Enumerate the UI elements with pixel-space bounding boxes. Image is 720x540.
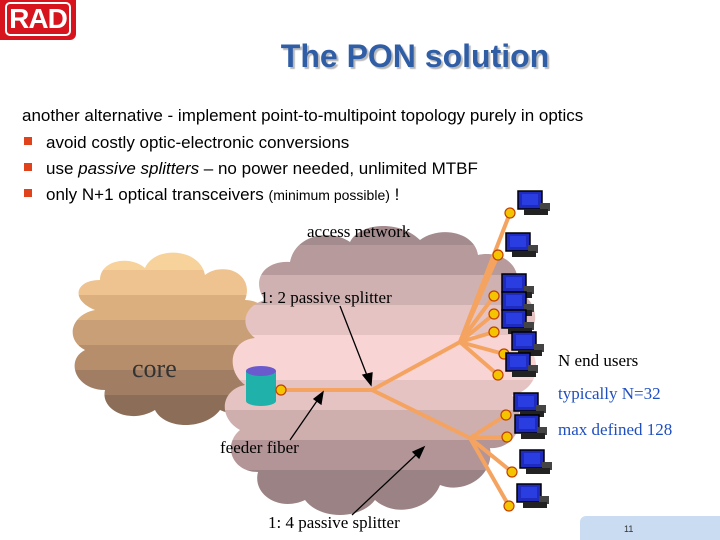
bullet-text-post: ! — [389, 185, 400, 204]
page-number: 11 — [624, 524, 634, 534]
bullet-text-pre: use — [46, 159, 79, 178]
core-label: core — [132, 354, 177, 383]
intro-text: another alternative - implement point-to… — [22, 106, 584, 125]
n-end-users-label: N end users — [558, 351, 638, 370]
end-user-terminal-icon — [488, 309, 534, 338]
end-user-terminal-icon — [500, 392, 546, 421]
fiber-lines — [280, 211, 514, 508]
end-user-terminals — [488, 190, 552, 512]
splitter-1-2-label: 1: 2 passive splitter — [260, 288, 392, 307]
end-user-terminal-icon — [492, 232, 538, 261]
bullet-item: only N+1 optical transceivers (minimum p… — [24, 184, 478, 210]
page-title: The PON solution — [280, 38, 550, 74]
bullet-text-emphasis: passive splitters — [78, 159, 200, 178]
typically-n-label: typically N=32 — [558, 384, 661, 403]
end-user-terminal-icon — [504, 190, 550, 219]
end-user-terminal-icon — [503, 483, 549, 512]
end-user-terminal-icon — [501, 414, 547, 443]
bullet-square-icon — [24, 163, 32, 171]
bullet-text-post: – no power needed, unlimited MTBF — [199, 159, 478, 178]
end-user-terminal-icon — [498, 331, 544, 360]
max-defined-label: max defined 128 — [558, 420, 672, 439]
olt-cylinder-icon — [246, 366, 276, 406]
rad-logo: RAD — [0, 0, 76, 40]
bullet-square-icon — [24, 189, 32, 197]
transceiver-icon — [275, 384, 287, 396]
transceiver-icon — [501, 431, 513, 443]
bullet-square-icon — [24, 137, 32, 145]
annotation-arrows — [289, 305, 426, 516]
access-network-label: access network — [307, 222, 411, 241]
transceiver-icon — [503, 500, 515, 512]
transceiver-icon — [500, 409, 512, 421]
feeder-fiber-label: feeder fiber — [220, 438, 299, 457]
transceiver-icon — [488, 290, 500, 302]
bullet-item: use passive splitters – no power needed,… — [24, 158, 478, 184]
bullet-list: avoid costly optic-electronic conversion… — [24, 132, 478, 210]
footer-tab — [580, 516, 720, 540]
bullet-text-small: (minimum possible) — [268, 187, 390, 203]
transceiver-icon — [488, 308, 500, 320]
transceiver-icon — [504, 207, 516, 219]
transceiver-icon — [506, 466, 518, 478]
bullet-text: only N+1 optical transceivers — [46, 185, 269, 204]
bullet-item: avoid costly optic-electronic conversion… — [24, 132, 478, 158]
transceiver-icon — [488, 326, 500, 338]
end-user-terminal-icon — [492, 352, 538, 381]
end-user-terminal-icon — [506, 449, 552, 478]
transceiver-icon — [492, 369, 504, 381]
bullet-text: avoid costly optic-electronic conversion… — [46, 133, 350, 152]
transceiver-icon — [492, 249, 504, 261]
rad-logo-text: RAD — [5, 2, 71, 36]
splitter-1-4-label: 1: 4 passive splitter — [268, 513, 400, 532]
